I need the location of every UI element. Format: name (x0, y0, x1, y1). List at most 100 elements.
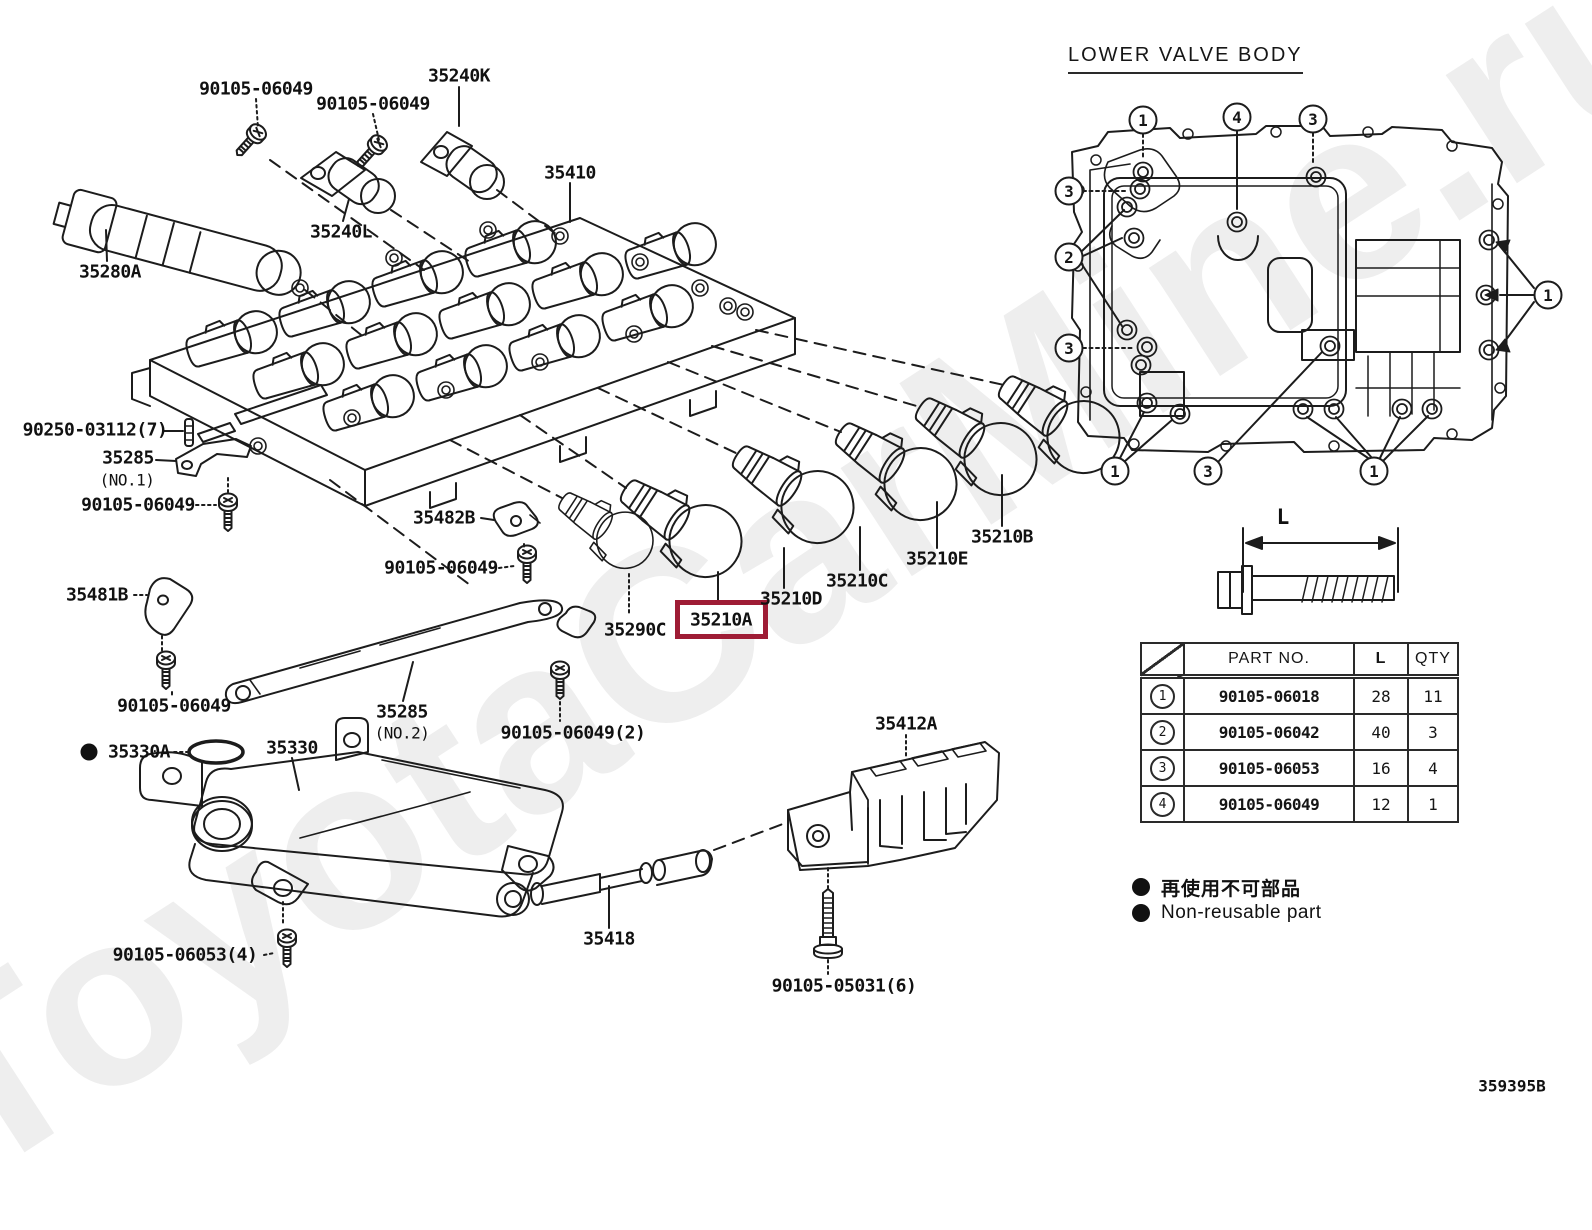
callout-1d: 1 (1533, 280, 1563, 310)
part-label-35210C[interactable]: 35210C (825, 570, 889, 592)
table-row-3: 3 90105-06053 16 4 (1140, 749, 1459, 787)
non-reusable-dot-icon (1132, 904, 1150, 922)
table-corner-cell (1140, 642, 1185, 679)
solenoid-block-35412A-drawing (787, 741, 1000, 871)
lower-valve-body-drawing (1071, 125, 1535, 463)
non-reusable-dot-35330A (80, 743, 98, 761)
figure-number: 359395B (1478, 1076, 1546, 1096)
col-header-part-no: PART NO. (1183, 642, 1355, 679)
col-header-qty: QTY (1407, 642, 1459, 679)
solenoid-35280A-drawing (52, 188, 302, 296)
part-label-90105-06049-1[interactable]: 90105-06049 (199, 78, 313, 100)
callout-1: 1 (1128, 105, 1158, 135)
o-ring-35330A-drawing (187, 739, 245, 765)
part-label-35285-no1[interactable]: 35285 (102, 447, 154, 469)
callout-2: 2 (1054, 242, 1084, 272)
manual-valve-35418-drawing (496, 849, 713, 916)
svg-text:3: 3 (1064, 182, 1074, 201)
part-label-90105-06053-x4[interactable]: 90105-06053(4) (112, 944, 258, 966)
part-label-90105-06049-5[interactable]: 90105-06049 (117, 695, 231, 717)
part-label-90105-05031-x6[interactable]: 90105-05031(6) (771, 975, 917, 997)
dimension-label: L (1276, 505, 1290, 529)
solenoid-35210D-drawing (715, 423, 869, 560)
part-label-35210A-selected[interactable]: 35210A (689, 609, 753, 631)
detent-spring-35285-no2-drawing (224, 599, 564, 705)
svg-text:3: 3 (1064, 339, 1074, 358)
callout-3d: 3 (1193, 456, 1223, 486)
cell-qty: 11 (1407, 675, 1459, 715)
bolt-size-table: PART NO. L QTY 1 90105-06018 28 11 2 901… (1140, 642, 1459, 823)
svg-text:1: 1 (1138, 111, 1148, 130)
part-label-35481B[interactable]: 35481B (65, 584, 129, 606)
part-label-90105-06049-2[interactable]: 90105-06049 (316, 93, 430, 115)
solenoid-35210C-drawing (818, 400, 972, 537)
section-title: LOWER VALVE BODY (1068, 44, 1303, 74)
label-leader-lines (105, 86, 1003, 975)
bolt-length-dimension-drawing (1217, 527, 1399, 615)
svg-text:2: 2 (1064, 248, 1074, 267)
callout-badge-3: 3 (1150, 755, 1175, 781)
solenoid-35290C-drawing (545, 475, 665, 639)
svg-text:1: 1 (1369, 462, 1379, 481)
part-label-35482B[interactable]: 35482B (412, 507, 476, 529)
solenoid-35210A-drawing (603, 457, 757, 594)
part-label-90250-03112[interactable]: 90250-03112(7) (22, 419, 168, 441)
highlight-box-35210A (675, 600, 768, 639)
callout-badge-2: 2 (1150, 719, 1175, 745)
svg-text:1: 1 (1110, 462, 1120, 481)
cell-part-no[interactable]: 90105-06018 (1183, 675, 1355, 715)
part-label-90105-06049-3[interactable]: 90105-06049 (81, 494, 195, 516)
callout-3b: 3 (1054, 176, 1084, 206)
cell-part-no[interactable]: 90105-06053 (1183, 749, 1355, 787)
part-label-35210B[interactable]: 35210B (970, 526, 1034, 548)
cell-part-no[interactable]: 90105-06049 (1183, 785, 1355, 823)
bracket-35285-no1-drawing (175, 438, 252, 477)
part-label-35290C[interactable]: 35290C (603, 619, 667, 641)
svg-text:4: 4 (1232, 108, 1242, 127)
callouts: 1 4 3 3 2 3 1 3 1 1 (1054, 102, 1563, 486)
cell-qty: 1 (1407, 785, 1459, 823)
long-bolt-05031-drawing (813, 888, 843, 959)
part-label-90105-06049-4[interactable]: 90105-06049 (384, 557, 498, 579)
part-label-35280A[interactable]: 35280A (78, 261, 142, 283)
cell-qty: 3 (1407, 713, 1459, 751)
col-header-length: L (1353, 642, 1409, 679)
part-label-35210D[interactable]: 35210D (759, 588, 823, 610)
legend-jp-row: 再使用不可部品 (1132, 874, 1322, 900)
cell-qty: 4 (1407, 749, 1459, 787)
non-reusable-dot-icon (1132, 878, 1150, 896)
cell-length: 40 (1353, 713, 1409, 751)
callout-3a: 3 (1298, 104, 1328, 134)
callout-3c: 3 (1054, 333, 1084, 363)
part-label-35240L[interactable]: 35240L (309, 221, 373, 243)
legend: 再使用不可部品 Non-reusable part (1132, 874, 1322, 926)
part-label-35285-no2[interactable]: 35285 (376, 701, 428, 723)
legend-en-row: Non-reusable part (1132, 900, 1322, 926)
oil-strainer-35330-drawing (139, 717, 564, 918)
table-header-row: PART NO. L QTY (1140, 642, 1459, 679)
legend-jp-text: 再使用不可部品 (1161, 877, 1302, 900)
svg-text:1: 1 (1543, 286, 1553, 305)
svg-text:3: 3 (1203, 462, 1213, 481)
part-label-35412A[interactable]: 35412A (874, 713, 938, 735)
solenoid-35240L-drawing (300, 151, 396, 214)
part-label-90105-06049-x2[interactable]: 90105-06049(2) (500, 722, 646, 744)
svg-text:3: 3 (1308, 110, 1318, 129)
callout-1c: 1 (1359, 456, 1389, 486)
part-label-35240K[interactable]: 35240K (427, 65, 491, 87)
cell-length: 28 (1353, 675, 1409, 715)
table-row-4: 4 90105-06049 12 1 (1140, 785, 1459, 823)
upper-valve-body-drawing (131, 213, 796, 509)
cell-part-no[interactable]: 90105-06042 (1183, 713, 1355, 751)
legend-en-text: Non-reusable part (1161, 902, 1322, 923)
cell-length: 16 (1353, 749, 1409, 787)
part-label-35330[interactable]: 35330 (266, 737, 318, 759)
diagram-canvas: 1 4 3 3 2 3 1 3 1 1 (52, 86, 1563, 975)
part-label-35210E[interactable]: 35210E (905, 548, 969, 570)
part-label-35410[interactable]: 35410 (544, 162, 596, 184)
part-label-35330A[interactable]: 35330A (107, 741, 171, 763)
callout-4: 4 (1222, 102, 1252, 132)
pin-90250-drawing (184, 418, 194, 447)
part-label-35418[interactable]: 35418 (583, 928, 635, 950)
